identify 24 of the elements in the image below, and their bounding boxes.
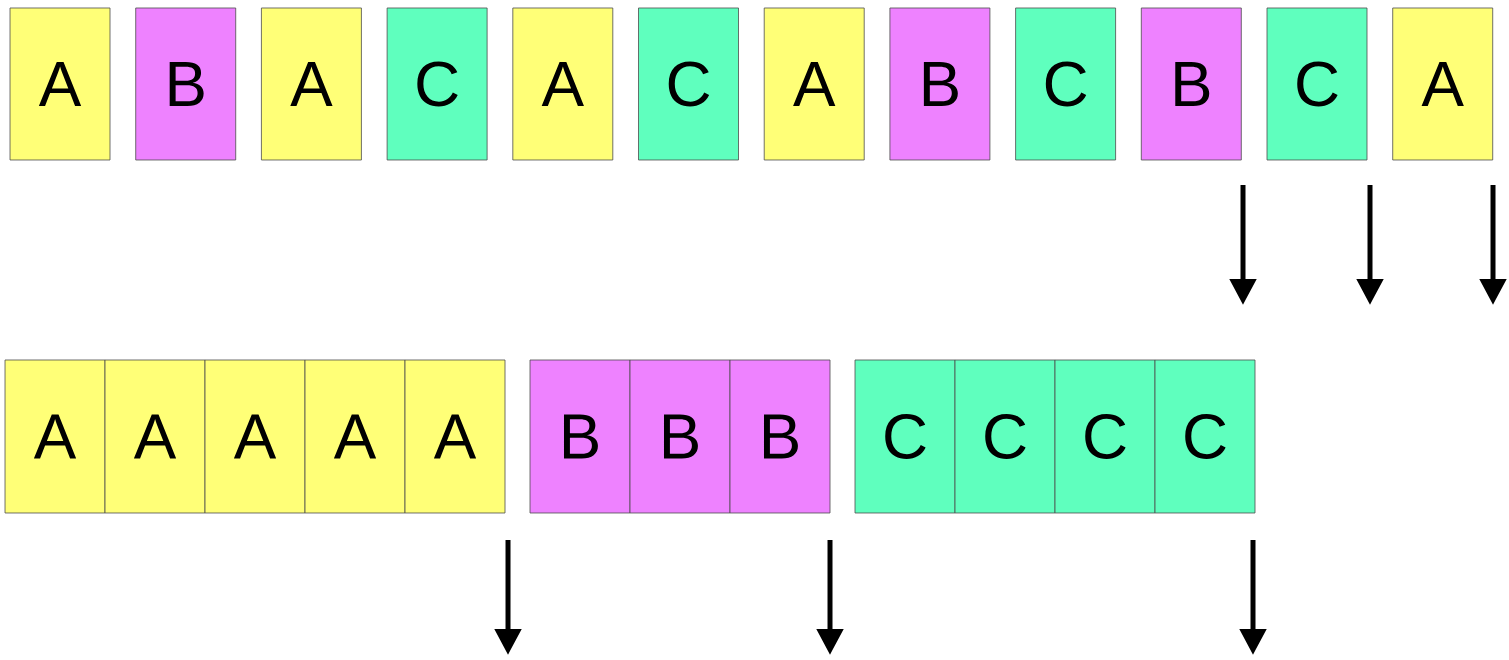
letter-box: A [261,7,362,161]
letter-box: B [729,359,831,514]
letter-box: A [512,7,614,161]
letter-box: C [1054,359,1156,514]
letter-box: C [638,7,739,161]
letter-box: B [529,359,631,514]
letter-box: C [386,7,488,161]
letter-box: A [763,7,865,161]
letter-box: B [1140,7,1242,161]
letter-box: B [135,7,237,161]
letter-box: C [854,359,956,514]
letter-box: A [404,359,506,514]
letter-box: C [954,359,1056,514]
letter-box: B [629,359,731,514]
letter-box: B [889,7,991,161]
letter-box: A [9,7,111,161]
letter-box: C [1015,7,1116,161]
letter-box: A [1392,7,1494,161]
letter-box: A [204,359,306,514]
letter-box: A [304,359,406,514]
letter-box: A [104,359,206,514]
letter-box: A [4,359,106,514]
letter-box: C [1154,359,1256,514]
letter-box: C [1266,7,1368,161]
